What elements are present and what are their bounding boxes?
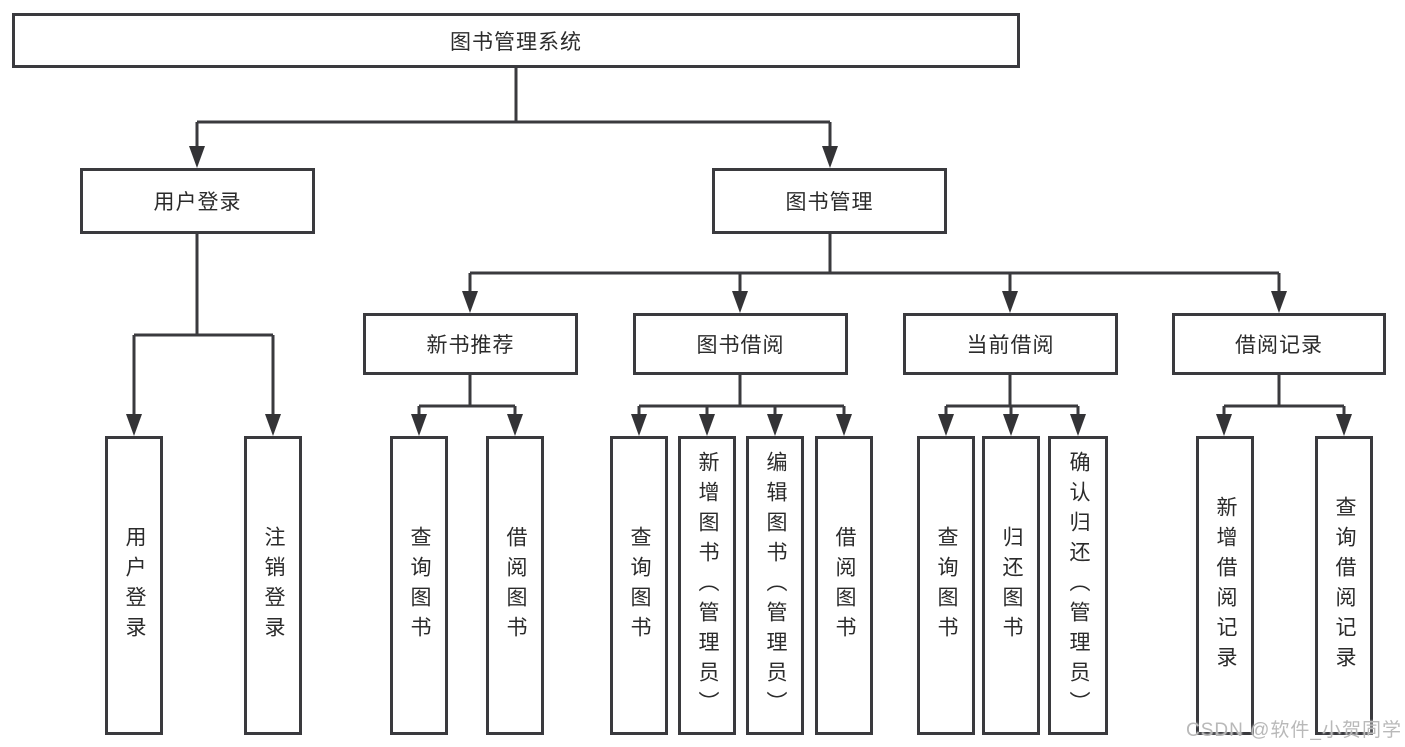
leaf-return-books-label: 归还图书 (1000, 525, 1023, 646)
leaf-query-books-label: 查询图书 (408, 525, 431, 646)
leaf-query-books-label: 查询图书 (935, 525, 958, 646)
arrowheads (126, 146, 1352, 436)
node-current-borrowing-label: 当前借阅 (966, 334, 1055, 357)
leaf-add-books-admin: 新增图书（管理员） (678, 436, 736, 735)
leaf-add-borrow-record-label: 新增借阅记录 (1214, 495, 1237, 676)
node-book-management-label: 图书管理 (785, 191, 874, 214)
leaf-borrow-books-label: 借阅图书 (833, 525, 856, 646)
leaf-add-books-admin-label: 新增图书（管理员） (696, 450, 719, 721)
node-book-management: 图书管理 (712, 168, 947, 234)
leaf-query-books: 查询图书 (610, 436, 668, 735)
leaf-query-borrow-record: 查询借阅记录 (1315, 436, 1373, 735)
node-new-book-recommend-label: 新书推荐 (426, 334, 515, 357)
node-new-book-recommend: 新书推荐 (363, 313, 578, 375)
leaf-user-login: 用户登录 (105, 436, 163, 735)
csdn-watermark: CSDN @软件_小贺同学 (1186, 720, 1402, 741)
node-user-login-label: 用户登录 (153, 191, 242, 214)
leaf-borrow-books-label: 借阅图书 (504, 525, 527, 646)
node-borrowing-records: 借阅记录 (1172, 313, 1386, 375)
node-book-borrowing-label: 图书借阅 (696, 334, 785, 357)
node-book-borrowing: 图书借阅 (633, 313, 848, 375)
leaf-edit-books-admin-label: 编辑图书（管理员） (764, 450, 787, 721)
leaf-borrow-books: 借阅图书 (486, 436, 544, 735)
node-borrowing-records-label: 借阅记录 (1235, 334, 1323, 357)
leaf-query-books: 查询图书 (390, 436, 448, 735)
leaf-query-books-label: 查询图书 (628, 525, 651, 646)
leaf-confirm-return-admin: 确认归还（管理员） (1048, 436, 1108, 735)
node-root: 图书管理系统 (12, 13, 1020, 68)
leaf-confirm-return-admin-label: 确认归还（管理员） (1067, 450, 1090, 721)
leaf-add-borrow-record: 新增借阅记录 (1196, 436, 1254, 735)
leaf-logout-label: 注销登录 (262, 525, 285, 646)
node-current-borrowing: 当前借阅 (903, 313, 1118, 375)
leaf-query-borrow-record-label: 查询借阅记录 (1333, 495, 1356, 676)
leaf-user-login-label: 用户登录 (123, 525, 146, 646)
node-user-login: 用户登录 (80, 168, 315, 234)
leaf-return-books: 归还图书 (982, 436, 1040, 735)
leaf-logout: 注销登录 (244, 436, 302, 735)
leaf-edit-books-admin: 编辑图书（管理员） (746, 436, 804, 735)
node-root-label: 图书管理系统 (450, 30, 582, 54)
leaf-borrow-books: 借阅图书 (815, 436, 873, 735)
leaf-query-books: 查询图书 (917, 436, 975, 735)
